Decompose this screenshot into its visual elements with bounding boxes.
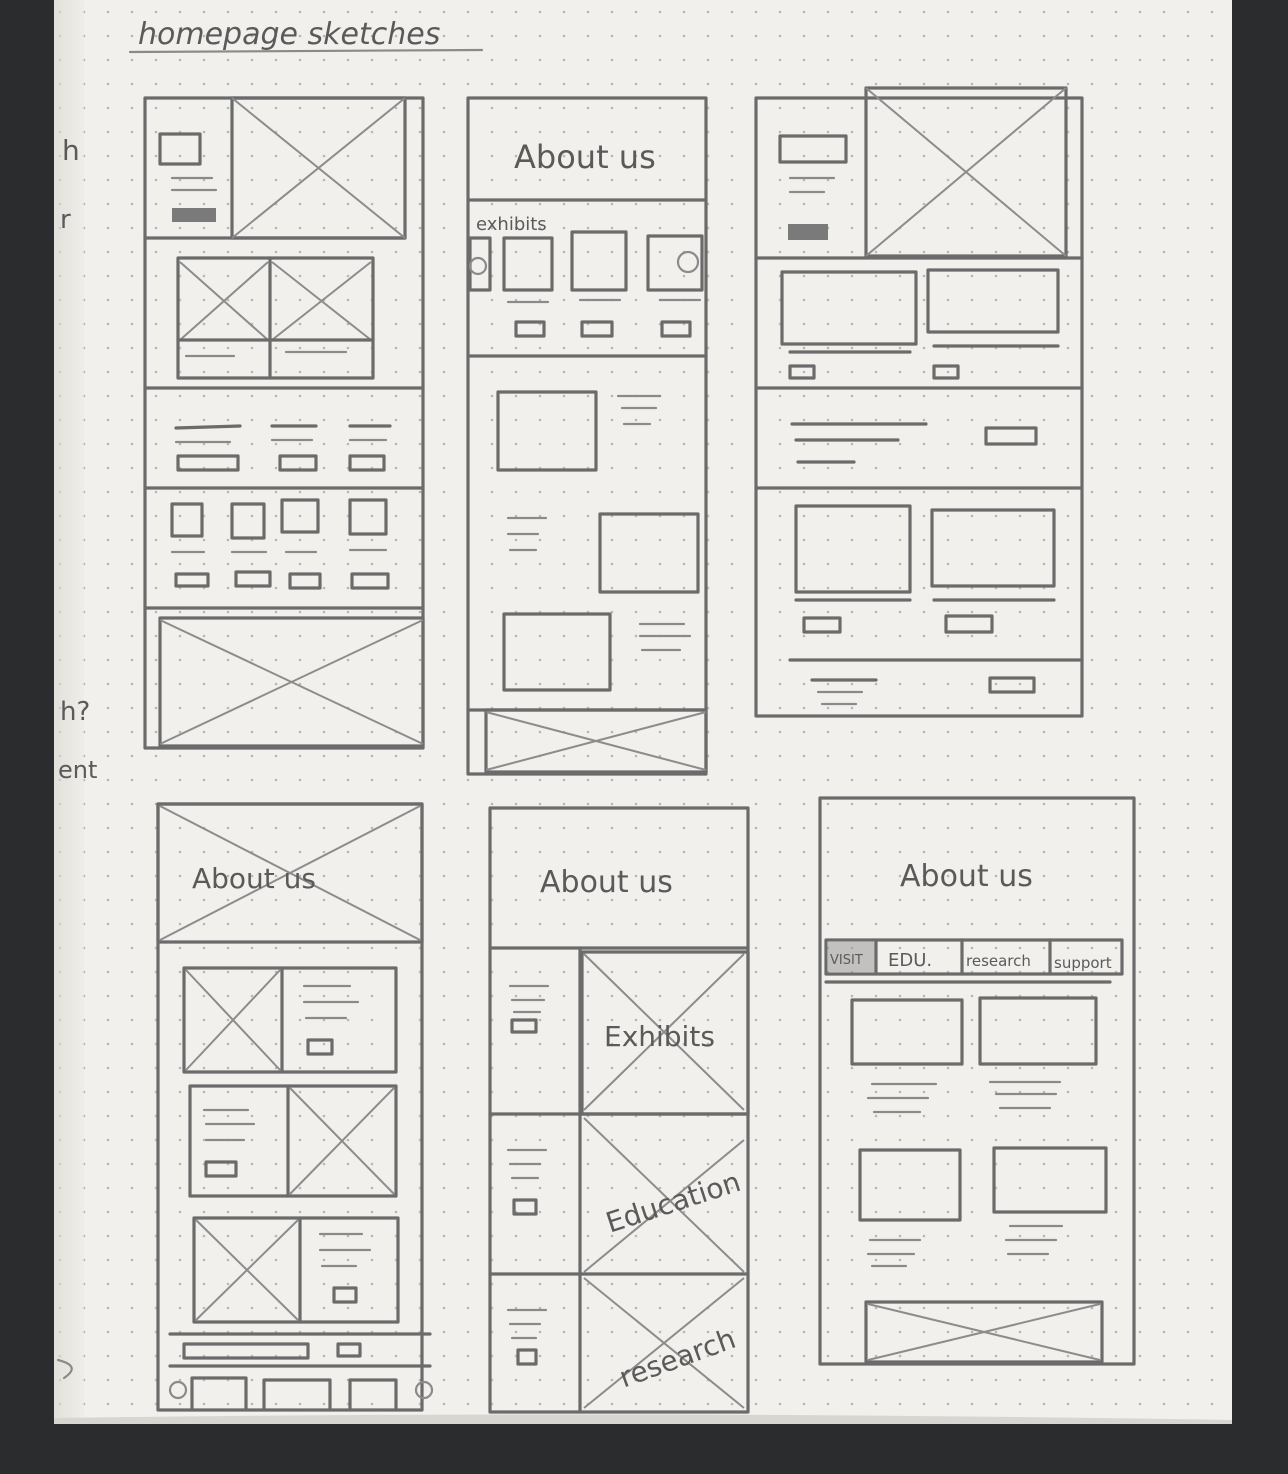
tab-research[interactable]: research [966, 952, 1031, 970]
sketch-2-section-label: exhibits [476, 214, 547, 235]
margin-note-1: h [62, 134, 80, 167]
sketch-5-heading: About us [540, 865, 673, 900]
sketch-2-heading: About us [514, 138, 656, 176]
sketch-2-wireframe: About us exhibits [466, 96, 708, 776]
sketch-6-wireframe: About us VISIT EDU. research support [818, 796, 1136, 1366]
sketch-4-heading: About us [192, 862, 316, 895]
sketch-6-heading: About us [900, 859, 1033, 894]
margin-note-2: r [60, 205, 71, 235]
sketch-1-wireframe [143, 96, 425, 750]
tab-edu[interactable]: EDU. [888, 950, 932, 971]
margin-note-4: ent [58, 756, 97, 784]
sketch-4-wireframe: About us [156, 802, 434, 1412]
tab-visit[interactable]: VISIT [830, 953, 863, 968]
page-heading: homepage sketches [138, 17, 440, 52]
sketch-3-wireframe [754, 86, 1084, 718]
sketch-5-panel-1-label: Exhibits [604, 1020, 715, 1053]
margin-note-3: h? [60, 697, 90, 727]
tab-support[interactable]: support [1054, 954, 1112, 972]
